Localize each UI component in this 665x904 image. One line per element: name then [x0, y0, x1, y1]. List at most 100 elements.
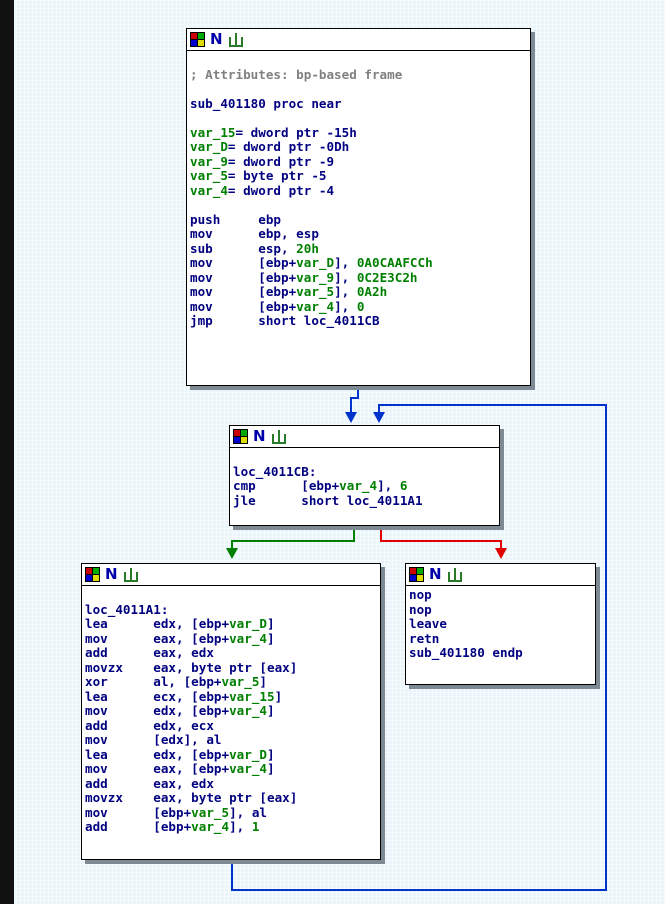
instruction-line[interactable]: retn — [409, 630, 592, 647]
instruction-line[interactable]: jle short loc_4011A1 — [233, 492, 423, 508]
mnemonic: nop — [409, 601, 432, 617]
instruction-line[interactable]: nop — [409, 587, 592, 603]
stack-var-decl[interactable]: var_5= byte ptr -5 — [190, 168, 327, 183]
node-header[interactable]: N — [230, 426, 499, 448]
node-header[interactable]: N — [187, 29, 530, 51]
mnemonic: lea — [85, 616, 154, 631]
immediate-value: 20h — [296, 240, 319, 256]
node-graph-icon[interactable] — [228, 32, 244, 47]
instruction-line[interactable]: mov ebp, esp — [190, 226, 319, 241]
instruction-line[interactable]: add eax, edx — [85, 775, 214, 791]
label-line[interactable]: loc_4011A1: — [85, 601, 169, 617]
stack-var-ref[interactable]: var_15 — [229, 688, 275, 704]
instruction-line[interactable]: nop — [409, 601, 592, 618]
stack-var-decl[interactable]: var_4= dword ptr -4 — [190, 182, 335, 198]
stack-var-decl[interactable]: var_15= dword ptr -15h — [190, 124, 357, 140]
node-graph-icon[interactable] — [447, 567, 463, 582]
stack-var-ref[interactable]: var_D — [229, 746, 267, 762]
immediate-value: 0 — [356, 298, 365, 314]
instruction-line[interactable]: mov [ebp+var_5], 0A2h — [190, 284, 388, 299]
instruction-line[interactable]: add eax, edx — [85, 645, 214, 660]
mnemonic: xor — [85, 674, 154, 689]
instruction-line[interactable]: lea edx, [ebp+var_D] — [85, 616, 275, 631]
instruction-line[interactable]: add edx, ecx — [85, 717, 214, 733]
stack-var-ref[interactable]: var_D — [296, 255, 335, 270]
instruction-line[interactable]: push ebp — [190, 211, 281, 227]
mnemonic: push — [190, 211, 259, 227]
node-header[interactable]: N — [406, 564, 595, 586]
instruction-line[interactable]: mov [edx], al — [85, 732, 222, 747]
instruction-line[interactable]: add [ebp+var_4], 1 — [85, 819, 260, 834]
mnemonic: mov — [85, 732, 154, 747]
code-block-loc-4011a1[interactable]: N loc_4011A1:lea edx, [ebp+var_D]mov eax… — [81, 563, 381, 860]
mnemonic: mov — [190, 255, 259, 270]
node-name-icon[interactable]: N — [253, 427, 266, 445]
stack-var-ref[interactable]: var_5 — [191, 804, 230, 820]
edge-block1-to-block2[interactable] — [345, 387, 359, 423]
instruction-line[interactable]: leave — [409, 616, 592, 632]
stack-var-ref[interactable]: var_5 — [221, 674, 260, 689]
instruction-line[interactable]: mov eax, [ebp+var_4] — [85, 630, 275, 646]
edge-loop-back[interactable] — [231, 404, 607, 891]
blank-line — [190, 82, 527, 97]
node-color-icon[interactable] — [409, 567, 424, 582]
instruction-line[interactable]: mov [ebp+var_9], 0C2E3C2h — [190, 269, 418, 285]
instruction-line[interactable]: mov eax, [ebp+var_4] — [85, 761, 275, 776]
node-color-icon[interactable] — [233, 429, 248, 444]
edge-block2-false-to-block4[interactable] — [380, 527, 507, 559]
instruction-line[interactable]: mov edx, [ebp+var_4] — [85, 703, 275, 718]
node-graph-icon[interactable] — [123, 567, 139, 582]
stack-var-ref[interactable]: var_4 — [229, 761, 267, 776]
instruction-line[interactable]: lea ecx, [ebp+var_15] — [85, 688, 283, 704]
label-line[interactable]: loc_4011CB: — [233, 463, 317, 479]
mnemonic: add — [85, 645, 154, 660]
node-header[interactable]: N — [82, 564, 380, 586]
stack-var-decl[interactable]: var_D= dword ptr -0Dh — [190, 139, 350, 154]
blank-line — [233, 450, 496, 465]
instruction-line[interactable]: sub esp, 20h — [190, 240, 319, 256]
node-name-icon[interactable]: N — [429, 565, 442, 583]
immediate-value: 0A2h — [356, 284, 388, 299]
stack-var-ref[interactable]: var_D — [229, 616, 267, 631]
instruction-line[interactable]: movzx eax, byte ptr [eax] — [85, 790, 298, 805]
stack-var-ref[interactable]: var_5 — [296, 284, 335, 299]
mnemonic: jle — [233, 492, 302, 508]
instruction-line[interactable]: movzx eax, byte ptr [eax] — [85, 659, 298, 675]
comment-line: ; Attributes: bp-based frame — [190, 66, 403, 82]
mnemonic: mov — [190, 298, 259, 314]
stack-var-ref[interactable]: var_4 — [191, 819, 230, 834]
stack-var-ref[interactable]: var_4 — [296, 298, 335, 314]
instruction-line[interactable]: mov [ebp+var_4], 0 — [190, 298, 365, 314]
stack-var-ref[interactable]: var_4 — [229, 630, 267, 646]
node-color-icon[interactable] — [190, 32, 205, 47]
node-color-icon[interactable] — [85, 567, 100, 582]
node-name-icon[interactable]: N — [105, 565, 118, 583]
blank-line — [190, 198, 527, 213]
stack-var-ref[interactable]: var_4 — [339, 478, 378, 493]
stack-var-ref[interactable]: var_9 — [296, 269, 335, 285]
instruction-line[interactable]: mov [ebp+var_D], 0A0CAAFCCh — [190, 255, 433, 270]
stack-var-decl[interactable]: var_9= dword ptr -9 — [190, 153, 335, 169]
edge-block2-true-to-block3[interactable] — [226, 527, 355, 559]
mnemonic: lea — [85, 746, 154, 762]
immediate-value: 0A0CAAFCCh — [356, 255, 433, 270]
node-graph-icon[interactable] — [271, 429, 287, 444]
code-block-sub-401180-entry[interactable]: N ; Attributes: bp-based frame sub_401180… — [186, 28, 531, 386]
instruction-line[interactable]: mov [ebp+var_5], al — [85, 804, 268, 820]
mnemonic: nop — [409, 587, 432, 602]
label-line[interactable]: sub_401180 proc near — [190, 95, 342, 111]
label-line[interactable]: sub_401180 endp — [409, 645, 523, 660]
mnemonic: add — [85, 717, 154, 733]
instruction-line[interactable]: cmp [ebp+var_4], 6 — [233, 478, 408, 493]
mnemonic: lea — [85, 688, 154, 704]
instruction-line[interactable]: lea edx, [ebp+var_D] — [85, 746, 275, 762]
instruction-line[interactable]: jmp short loc_4011CB — [190, 313, 380, 328]
instruction-line[interactable]: xor al, [ebp+var_5] — [85, 674, 268, 689]
mnemonic: retn — [409, 630, 440, 646]
stack-var-ref[interactable]: var_4 — [229, 703, 267, 718]
node-name-icon[interactable]: N — [210, 30, 223, 48]
